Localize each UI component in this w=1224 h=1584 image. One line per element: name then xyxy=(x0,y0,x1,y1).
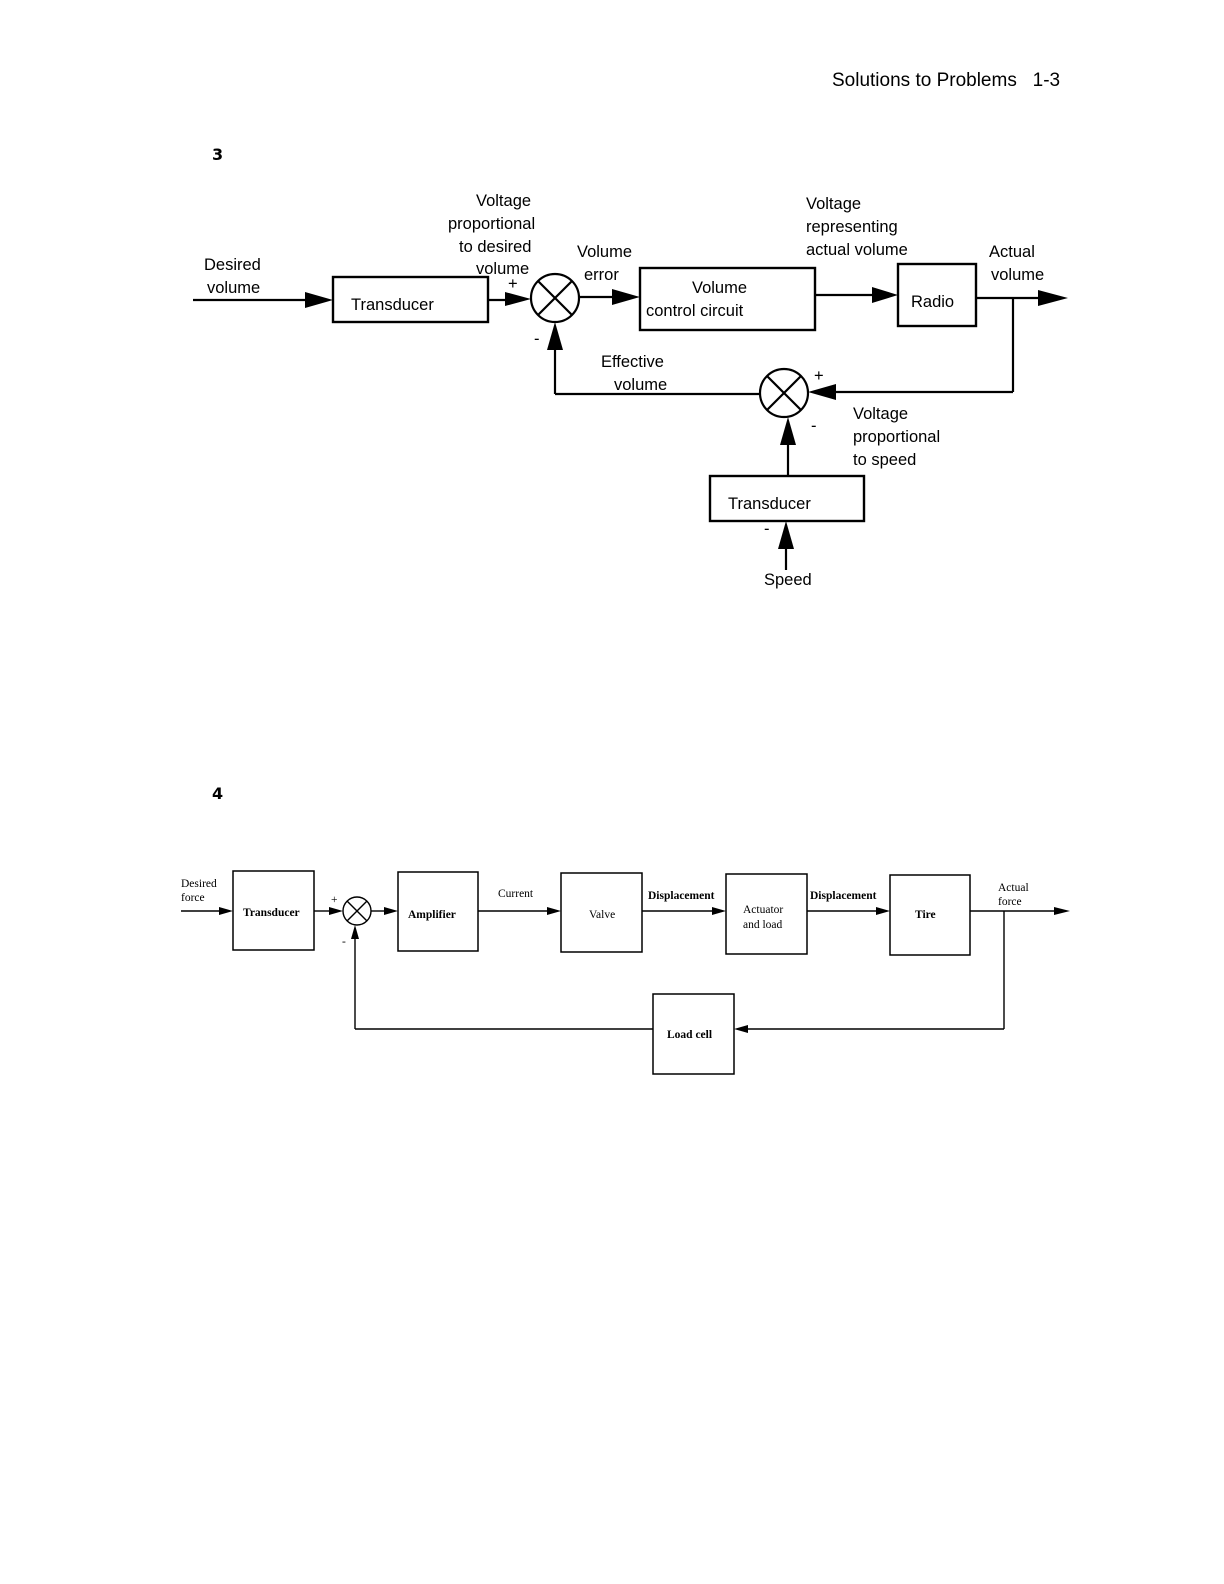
desired-volume-label: Desired volume xyxy=(204,256,265,297)
speed-label: Speed xyxy=(764,571,812,589)
voltage-desired-label: Voltage proportional to desired volume xyxy=(448,192,540,278)
voltage-actual-label: Voltage representing actual volume xyxy=(806,195,908,259)
summing-junction-2 xyxy=(758,367,810,419)
load-cell-box xyxy=(652,993,735,1075)
junction1-plus: + xyxy=(508,275,518,293)
load-cell-label: Load cell xyxy=(667,1029,712,1041)
desired-force-label: Desired force xyxy=(181,878,220,904)
transducer2-label: Transducer xyxy=(728,495,811,513)
effective-volume-label: Effective volume xyxy=(601,353,669,394)
amplifier-label: Amplifier xyxy=(408,909,456,921)
current-label: Current xyxy=(498,888,534,900)
problem4-diagram: Desired force Transducer + - Amplifier C… xyxy=(181,870,1070,1075)
displacement2-label: Displacement xyxy=(810,890,877,902)
valve-box xyxy=(560,872,643,953)
displacement1-label: Displacement xyxy=(648,890,715,902)
transducer-box xyxy=(331,275,490,324)
actuator-box xyxy=(725,873,808,955)
volume-error-label: Volume error xyxy=(577,243,637,284)
transducer2-box xyxy=(708,474,866,523)
problem-number-3: 3 xyxy=(212,145,224,164)
speed-minus: - xyxy=(764,520,770,538)
page-header: Solutions to Problems 1-3 xyxy=(832,70,1061,91)
junction2-minus: - xyxy=(811,417,817,435)
junction2-plus: + xyxy=(814,367,824,385)
signal-lines-3 xyxy=(193,287,1068,570)
junction4-minus: - xyxy=(342,936,346,948)
valve-label: Valve xyxy=(589,909,615,921)
transducer-label: Transducer xyxy=(351,296,434,314)
actual-force-label: Actual force xyxy=(998,882,1032,908)
volume-control-box xyxy=(638,266,817,332)
signal-lines-4 xyxy=(181,907,1070,1033)
transducer-box-4 xyxy=(232,870,315,951)
problem-number-4: 4 xyxy=(212,784,224,803)
radio-label: Radio xyxy=(911,293,954,311)
tire-box xyxy=(889,874,971,956)
transducer-label-4: Transducer xyxy=(243,907,300,919)
junction1-minus: - xyxy=(534,330,540,348)
volume-control-label: Volume control circuit xyxy=(646,279,752,320)
summing-junction-4 xyxy=(342,896,372,926)
summing-junction-1 xyxy=(529,272,581,324)
problem3-diagram: Desired volume Transducer Voltage propor… xyxy=(193,192,1068,589)
actual-volume-label: Actual volume xyxy=(989,243,1044,284)
junction4-plus: + xyxy=(331,894,338,906)
tire-label: Tire xyxy=(915,909,936,921)
actuator-label: Actuator and load xyxy=(743,904,786,931)
voltage-speed-label: Voltage proportional to speed xyxy=(853,405,945,469)
radio-box xyxy=(896,262,978,328)
amplifier-box xyxy=(397,871,479,952)
